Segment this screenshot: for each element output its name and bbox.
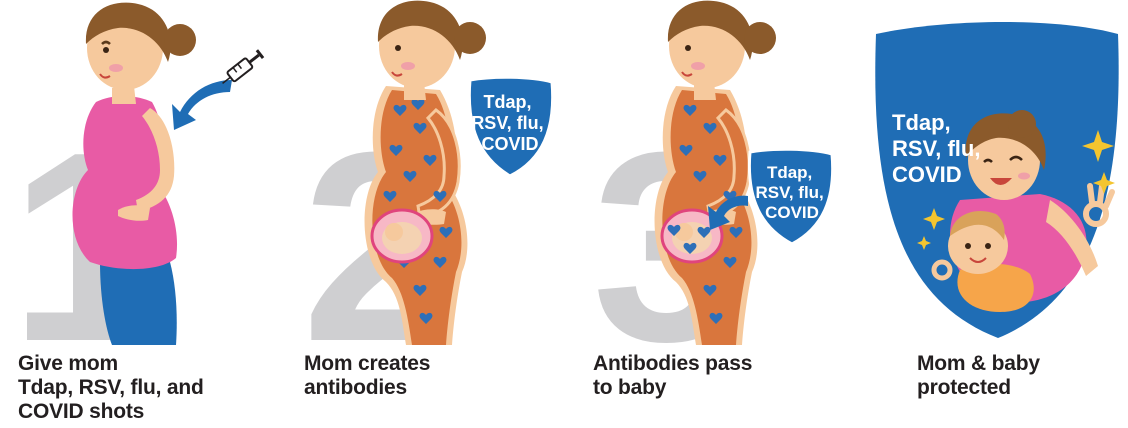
step-4-caption-line-2: protected (917, 376, 1040, 400)
step-4-caption: Mom & baby protected (917, 352, 1040, 400)
step-1-caption-line-2: Tdap, RSV, flu, and (18, 376, 204, 400)
illustration-scene: 1 2 (0, 0, 1128, 345)
step-1-caption: Give mom Tdap, RSV, flu, and COVID shots (18, 352, 204, 424)
step-1-jeans (100, 262, 177, 345)
step-1-caption-line-3: COVID shots (18, 400, 204, 424)
step-3-shield-line-1: Tdap, (767, 163, 812, 182)
step-4-shield-line-1: Tdap, (892, 110, 951, 135)
step-4-shield-line-3: COVID (892, 162, 962, 187)
step-4-shield-line-2: RSV, flu, (892, 136, 980, 161)
step-4-caption-line-1: Mom & baby (917, 352, 1040, 376)
step-2-caption-line-1: Mom creates (304, 352, 430, 376)
step-1-caption-line-1: Give mom (18, 352, 204, 376)
step-3-shield-line-2: RSV, flu, (755, 183, 823, 202)
injection-arrow (172, 80, 232, 130)
step-3-caption-line-2: to baby (593, 376, 752, 400)
step-3-illustration: 3 Tdap, RSV, (592, 1, 833, 345)
step-3-caption: Antibodies pass to baby (593, 352, 752, 400)
step-2-shield-line-1: Tdap, (483, 92, 531, 112)
step-3-shield-line-3: COVID (765, 203, 819, 222)
step-2-caption-line-2: antibodies (304, 376, 430, 400)
step-2-shield-line-3: COVID (481, 134, 538, 154)
step-1-hair-bun (164, 24, 196, 56)
step-3-caption-line-1: Antibodies pass (593, 352, 752, 376)
step-2-caption: Mom creates antibodies (304, 352, 430, 400)
step-2-illustration: 2 Tdap, RSV, (302, 1, 553, 345)
step-2-shield-line-2: RSV, flu, (471, 113, 543, 133)
step-4-illustration: Tdap, RSV, flu, COVID (875, 22, 1118, 338)
step-1-illustration: 1 (10, 3, 265, 345)
